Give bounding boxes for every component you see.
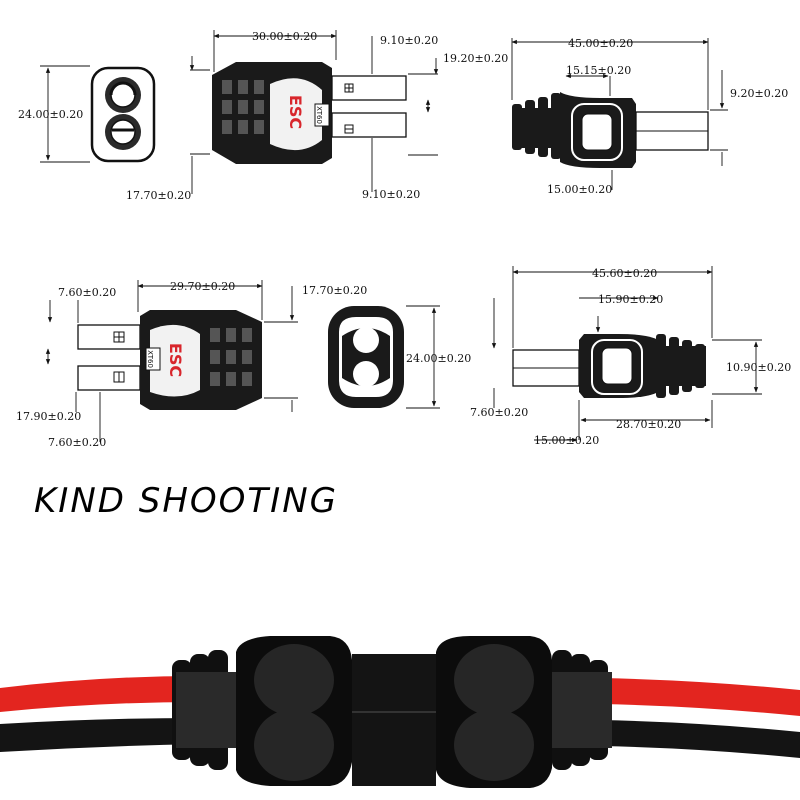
dim-right-h: 17.70±0.20: [302, 284, 367, 297]
dim-pin: 7.60±0.20: [470, 406, 528, 419]
mid-face-view: 24.00±0.20: [328, 305, 471, 409]
dim-length: 45.00±0.20: [568, 37, 633, 50]
dim-inner: 15.90±0.20: [598, 293, 663, 306]
wire-black-right: [600, 720, 800, 758]
cable-boot: [512, 93, 566, 159]
mating-section: [352, 654, 436, 786]
product-photo: [0, 636, 800, 788]
pin-top: [331, 75, 407, 101]
socket-bottom: [105, 114, 141, 150]
logo-text: ESC: [166, 343, 185, 377]
pin-top: [77, 324, 141, 350]
ribs: [222, 80, 264, 134]
dim-pin-top: 7.60±0.20: [58, 286, 116, 299]
socket-bottom: [353, 361, 379, 387]
top-left-face-view: 24.00±0.20: [18, 65, 156, 163]
socket-top: [105, 77, 141, 113]
dim-pin-bottom: 9.10±0.20: [362, 188, 420, 201]
dim-width: 30.00±0.20: [252, 30, 317, 43]
top-side-view: ESC XT60 30.00±0.20 9.10±0.20 19.20±0.20…: [126, 30, 508, 202]
ribs: [210, 328, 252, 386]
pin-bottom: [77, 365, 141, 391]
wire-black-left: [0, 718, 200, 752]
dim-length: 45.60±0.20: [592, 267, 657, 280]
dim-pin-bottom: 7.60±0.20: [48, 436, 106, 449]
wire-red-left: [0, 676, 200, 712]
dim-face-height: 24.00±0.20: [406, 352, 471, 365]
dim-bottom: 15.00±0.20: [534, 434, 599, 447]
mid-left-view: ESC XT60 7.60±0.20 29.70±0.20 17.70±0.20…: [16, 280, 367, 449]
dim-bottom-h: 17.90±0.20: [16, 410, 81, 423]
dim-height: 10.90±0.20: [726, 361, 791, 374]
dim-inner: 15.15±0.20: [566, 64, 631, 77]
dim-body-height: 17.70±0.20: [126, 189, 191, 202]
headline-text: KIND SHOOTING: [34, 481, 338, 521]
label-panel: [270, 78, 322, 151]
socket-top: [353, 327, 379, 353]
dim-pin-height: 19.20±0.20: [443, 52, 508, 65]
dim-bottom: 15.00±0.20: [547, 183, 612, 196]
dim-pin-h: 9.20±0.20: [730, 87, 788, 100]
plug-label: XT60: [146, 350, 154, 368]
dim-width: 29.70±0.20: [170, 280, 235, 293]
dim-face-height: 24.00±0.20: [18, 108, 83, 121]
dim-pin-top: 9.10±0.20: [380, 34, 438, 47]
dim-right-len: 28.70±0.20: [616, 418, 681, 431]
mid-right-view: 45.60±0.20 15.90±0.20 10.90±0.20 7.60±0.…: [470, 266, 791, 447]
pin-bottom: [331, 112, 407, 138]
wire-red-right: [600, 678, 800, 716]
label-panel: [150, 324, 200, 397]
cable-boot: [650, 334, 706, 398]
boot-left: [172, 650, 236, 770]
boot-right: [552, 650, 612, 770]
logo-text: ESC: [286, 95, 305, 129]
top-right-view: 45.00±0.20 15.15±0.20 9.20±0.20 15.00±0.…: [511, 37, 788, 196]
plug-label: XT60: [315, 106, 323, 124]
